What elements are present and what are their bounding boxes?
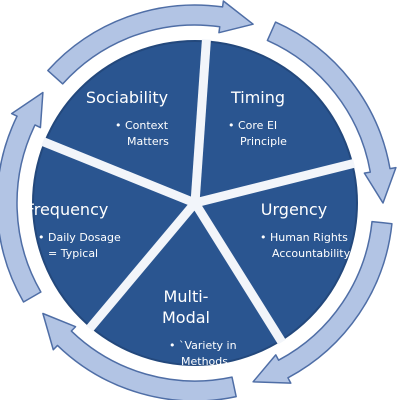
segment-title-multi-modal-line2: Modal bbox=[162, 308, 210, 327]
segment-timing: Timing • Core EI Principle bbox=[228, 88, 287, 148]
cycle-arrow bbox=[47, 0, 254, 85]
segment-divider bbox=[193, 158, 356, 208]
segment-bullet-timing-1: • Core EI bbox=[228, 119, 277, 132]
segment-title-urgency: Urgency bbox=[261, 200, 327, 219]
segment-bullet-urgency-1: • Human Rights bbox=[260, 231, 348, 244]
segment-frequency: Frequency • Daily Dosage = Typical bbox=[26, 200, 121, 260]
segment-bullet-multi-modal-2: Methods bbox=[181, 355, 228, 368]
segment-title-frequency: Frequency bbox=[26, 200, 109, 219]
segment-bullet-frequency-1: • Daily Dosage bbox=[38, 231, 121, 244]
cycle-arrow bbox=[252, 220, 393, 384]
segment-divider bbox=[86, 200, 199, 332]
cycle-arrow bbox=[42, 312, 237, 400]
center-hub bbox=[190, 198, 200, 208]
segment-sociability: Sociability • Context Matters bbox=[86, 88, 169, 148]
segment-bullet-multi-modal-1: • `Variety in bbox=[169, 339, 237, 352]
segment-divider bbox=[191, 200, 286, 345]
segment-urgency: Urgency • Human Rights Accountability bbox=[260, 200, 351, 260]
segment-bullet-sociability-2: Matters bbox=[127, 135, 169, 148]
segment-title-timing: Timing bbox=[230, 88, 285, 107]
segment-bullet-timing-2: Principle bbox=[240, 135, 287, 148]
segment-bullet-urgency-2: Accountability bbox=[272, 247, 351, 260]
segment-divider bbox=[190, 39, 211, 204]
segment-dividers bbox=[41, 39, 356, 345]
segment-title-multi-modal-line1: Multi- bbox=[164, 287, 209, 306]
cycle-arrow bbox=[0, 91, 44, 303]
segment-divider bbox=[41, 137, 197, 208]
segment-multi-modal: Multi- Modal • `Variety in Methods bbox=[162, 287, 237, 368]
segment-title-sociability: Sociability bbox=[86, 88, 168, 107]
segment-bullet-frequency-2: = Typical bbox=[48, 247, 98, 260]
segment-bullet-sociability-1: • Context bbox=[115, 119, 169, 132]
cycle-arrow bbox=[266, 21, 397, 204]
